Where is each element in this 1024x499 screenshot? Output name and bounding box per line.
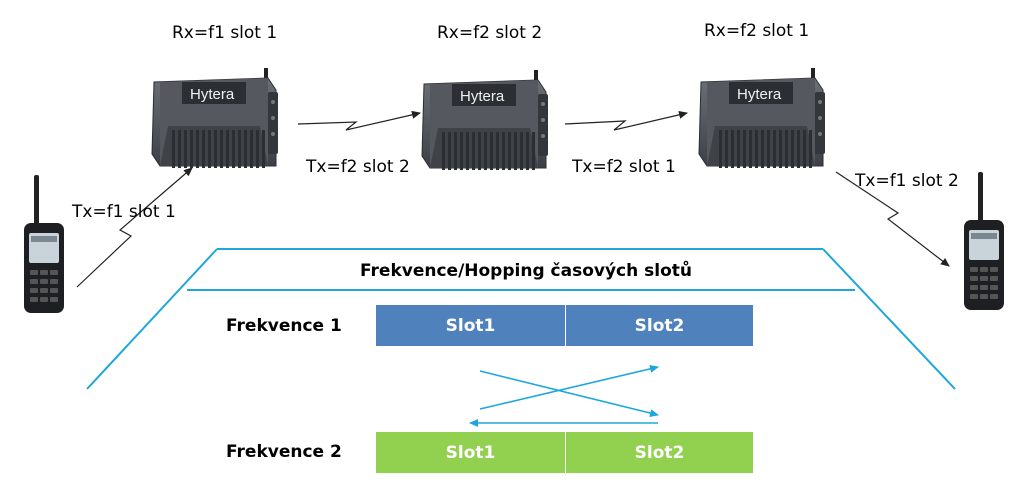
hytera-logo-text: Hytera [190, 86, 235, 103]
hytera-logo-text: Hytera [737, 86, 782, 103]
frequency2-label: Frekvence 2 [226, 442, 342, 462]
hopping-title: Frekvence/Hopping časových slotů [360, 261, 692, 281]
hytera-logo-text: Hytera [460, 88, 505, 105]
repeater3-tx-label: Tx=f1 slot 2 [855, 171, 959, 191]
link-radio-to-repeater1 [76, 167, 193, 288]
hop-arrow-f1s1-to-f2s2 [479, 370, 659, 417]
frame-left-edge [86, 248, 218, 390]
frequency2-slot2: Slot2 [566, 432, 753, 473]
repeater-3: Hytera [698, 68, 825, 168]
hopping-arrows [469, 364, 659, 427]
frequency2-slot1: Slot1 [376, 432, 565, 473]
repeater-1: Hytera [151, 68, 278, 168]
link-repeater1-to-repeater2 [297, 110, 421, 131]
left-radio-tx-label: Tx=f1 slot 1 [72, 202, 176, 222]
link-repeater2-to-repeater3 [564, 110, 688, 131]
repeater2-rx-label: Rx=f2 slot 2 [437, 23, 543, 43]
handheld-radio-right [964, 172, 1004, 310]
repeater-2: Hytera [421, 70, 548, 170]
repeater1-rx-label: Rx=f1 slot 1 [172, 23, 278, 43]
frequency1-label: Frekvence 1 [226, 316, 342, 336]
radio-links [76, 110, 950, 288]
hop-arrow-f2s1-to-f1s2 [479, 364, 659, 410]
repeater1-tx-label: Tx=f2 slot 2 [306, 157, 410, 177]
hopping-frame [86, 248, 956, 390]
frame-right-edge [822, 248, 956, 390]
repeater2-tx-label: Tx=f2 slot 1 [572, 157, 676, 177]
link-repeater3-to-radio [835, 171, 950, 267]
frequency1-slot1: Slot1 [376, 305, 565, 346]
handheld-radio-left [24, 175, 64, 313]
repeater3-rx-label: Rx=f2 slot 1 [704, 21, 810, 41]
frequency1-slot2: Slot2 [566, 305, 753, 346]
